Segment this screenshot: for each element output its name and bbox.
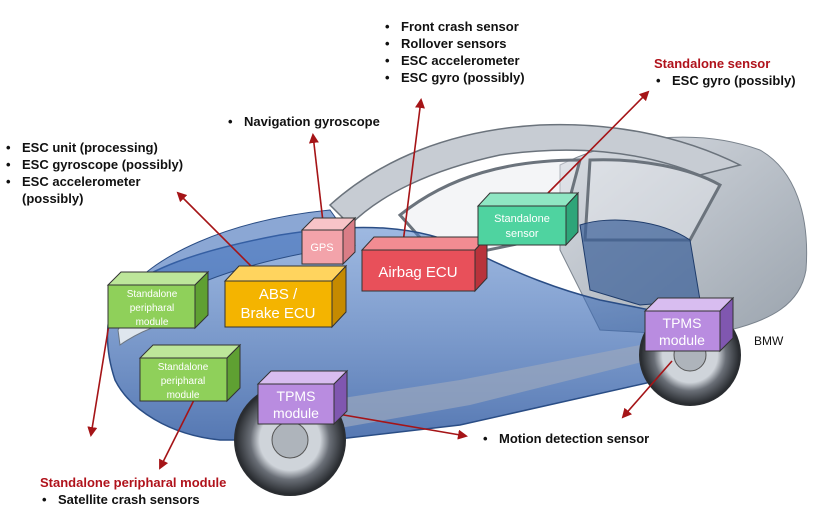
annotation-top-center: Front crash sensor Rollover sensors ESC …: [383, 18, 525, 86]
list-item: ESC gyro (possibly): [383, 69, 525, 86]
standalone-sensor-label-2: sensor: [505, 228, 538, 240]
standalone-sensor-label-1: Standalone: [494, 213, 550, 225]
arrow-front-crash: [402, 98, 425, 244]
list-item: Front crash sensor: [383, 18, 525, 35]
list-item: Motion detection sensor: [481, 430, 649, 447]
annotation-standalone-sensor: Standalone sensor ESC gyro (possibly): [654, 55, 796, 89]
front-wheel-hub: [271, 421, 309, 459]
arrow-motion: [331, 412, 468, 440]
peripheral-1-label-1: Standalone: [127, 289, 178, 300]
peripheral-1-label-3: module: [136, 317, 169, 328]
car-roof: [328, 123, 743, 227]
peripheral-module-2: Standalone peripharal module: [138, 343, 242, 403]
airbag-ecu-label: Airbag ECU: [378, 264, 457, 281]
arrow-tpms-rear: [621, 360, 673, 419]
gps-label: GPS: [310, 242, 333, 254]
annotation-motion: Motion detection sensor: [481, 430, 649, 447]
peripheral-2-label-3: module: [167, 390, 200, 401]
tpms-rear-module: TPMS module: [643, 296, 735, 353]
arrow-peripheral-1: [87, 317, 111, 437]
list-item: ESC gyroscope (possibly): [4, 156, 214, 173]
arrow-standalone-sensor: [547, 90, 650, 194]
tpms-rear-label-2: module: [659, 332, 705, 348]
list-item: ESC unit (processing): [4, 139, 214, 156]
abs-label-1: ABS /: [259, 286, 298, 303]
arrow-navigation: [308, 133, 324, 223]
list-item: ESC gyro (possibly): [654, 72, 796, 89]
tpms-rear-label-1: TPMS: [663, 315, 702, 331]
annotation-peripheral: Standalone peripharal module Satellite c…: [40, 474, 226, 508]
arrow-peripheral-2: [159, 397, 196, 470]
peripheral-2-label-1: Standalone: [158, 362, 209, 373]
list-item: Satellite crash sensors: [40, 491, 226, 508]
peripheral-title: Standalone peripharal module: [40, 475, 227, 490]
peripheral-2-label-2: peripharal: [161, 376, 205, 387]
airbag-ecu-module: Airbag ECU: [360, 235, 489, 293]
tpms-front-label-2: module: [273, 405, 319, 421]
tpms-front-label-1: TPMS: [277, 388, 316, 404]
list-item: ESC accelerometer (possibly): [4, 173, 172, 207]
list-item: ESC accelerometer: [383, 52, 525, 69]
standalone-sensor-module: Standalone sensor: [476, 191, 580, 247]
peripheral-module-1: Standalone peripharal module: [106, 270, 210, 330]
brand-label: BMW: [754, 334, 784, 348]
module-boxes: GPS Airbag ECU Standalone sensor ABS / B…: [106, 191, 735, 426]
tpms-front-module: TPMS module: [256, 369, 349, 426]
gps-module: GPS: [300, 216, 357, 266]
abs-brake-ecu-module: ABS / Brake ECU: [223, 264, 348, 329]
car-sill: [330, 345, 650, 428]
peripheral-1-label-2: peripharal: [130, 303, 174, 314]
list-item: Rollover sensors: [383, 35, 525, 52]
annotation-navigation: Navigation gyroscope: [226, 113, 380, 130]
abs-label-2: Brake ECU: [240, 305, 315, 322]
arrows: [87, 90, 673, 470]
standalone-sensor-title: Standalone sensor: [654, 56, 771, 71]
list-item: Navigation gyroscope: [226, 113, 380, 130]
annotation-esc-left: ESC unit (processing) ESC gyroscope (pos…: [4, 139, 214, 207]
